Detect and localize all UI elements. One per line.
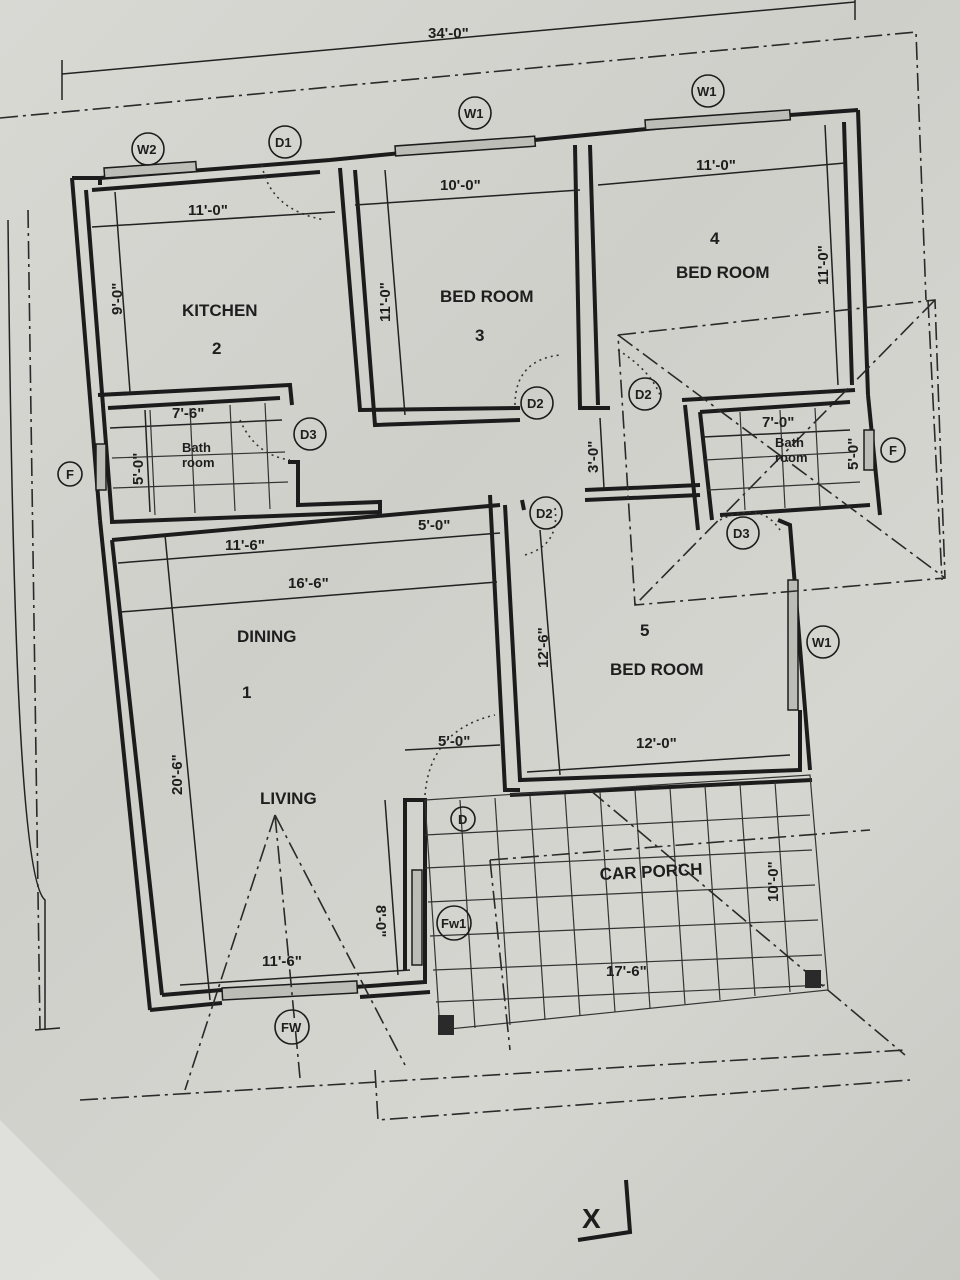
section-marker: X [577, 1179, 633, 1242]
kitchen-width: 11'-0" [188, 202, 228, 219]
bath-2-length: 5'-0" [845, 438, 862, 470]
bedroom-5-label: BED ROOM [610, 660, 704, 679]
tag-d-entry: D [458, 812, 467, 827]
tag-d2-bed5: D2 [536, 506, 553, 521]
bath-tiles [111, 402, 861, 516]
car-porch-grid [424, 774, 829, 1035]
tag-w1-bed5: W1 [812, 635, 832, 650]
dining-top-left-dim: 11'-6" [225, 537, 265, 554]
car-porch-width: 17'-6" [606, 963, 647, 980]
dining-label: DINING [237, 627, 297, 646]
bedroom-5-length: 12'-6" [535, 627, 552, 668]
dining-length: 20'-6" [169, 754, 186, 795]
tag-f-right: F [889, 443, 897, 458]
bath-1-label-line2: room [182, 455, 215, 470]
tag-d2-bed4: D2 [635, 387, 652, 402]
walls [70, 108, 882, 1012]
kitchen-number: 2 [212, 339, 221, 358]
tag-fw1: Fw1 [441, 916, 466, 931]
tag-d3-bath2: D3 [733, 526, 750, 541]
overall-width-label: 34'-0" [428, 25, 469, 42]
tag-d1: D1 [275, 135, 292, 150]
tag-w1-top-right: W1 [697, 84, 717, 99]
dimension-labels: 11'-0" 9'-0" 10'-0" 11'-0" 11'-0" 11'-0"… [109, 157, 862, 980]
left-dimension [7, 219, 61, 1031]
car-porch-label: CAR PORCH [599, 860, 703, 884]
dining-width: 16'-6" [288, 575, 329, 592]
door-swings [239, 164, 781, 796]
car-porch-length: 10'-0" [765, 861, 782, 902]
bedroom-4-length: 11'-0" [815, 245, 832, 285]
entry-door-dim: 5'-0" [438, 733, 470, 750]
dining-top-right-dim: 5'-0" [418, 517, 450, 534]
bath-1-width: 7'-6" [172, 405, 204, 422]
bedroom-3-number: 3 [475, 326, 484, 345]
view-lines [184, 299, 946, 1091]
tag-fw: FW [281, 1020, 302, 1035]
bedroom-5-number: 5 [640, 621, 649, 640]
overall-dimension: 34'-0" [61, 0, 856, 100]
kitchen-label: KITCHEN [182, 301, 258, 320]
bedroom-5-width: 12'-0" [636, 735, 677, 752]
plot-boundary [0, 31, 943, 1121]
tag-w2: W2 [137, 142, 157, 157]
bedroom-3-length: 11'-0" [377, 282, 394, 322]
paper-fold [0, 1120, 160, 1280]
bedroom-4-number: 4 [710, 229, 720, 248]
dining-number: 1 [242, 683, 251, 702]
tag-f-left: F [66, 467, 74, 482]
bedroom-4-label: BED ROOM [676, 263, 770, 282]
living-side-dim: 8'-0" [372, 905, 389, 937]
bedroom-3-width: 10'-0" [440, 177, 481, 194]
bath-1-label-line1: Bath [182, 440, 211, 455]
kitchen-length: 9'-0" [109, 283, 126, 315]
tag-d3-bath1: D3 [300, 427, 317, 442]
tag-w1-top-left: W1 [464, 106, 484, 121]
bath-2-label-line2: room [775, 450, 808, 465]
bath-1-length: 5'-0" [130, 453, 147, 485]
dimension-lines [91, 124, 851, 1001]
passage-width: 3'-0" [585, 441, 602, 473]
bath-2-label-line1: Bath [775, 435, 804, 450]
living-bottom-dim: 11'-6" [262, 953, 302, 970]
tag-d2-bed3: D2 [527, 396, 544, 411]
section-x-label: X [582, 1203, 601, 1234]
living-label: LIVING [260, 789, 317, 808]
bedroom-4-width: 11'-0" [696, 157, 736, 174]
bedroom-3-label: BED ROOM [440, 287, 534, 306]
opening-tags: W2 D1 W1 W1 D2 D2 D2 D3 D3 F F W1 D Fw1 … [57, 74, 906, 1045]
room-labels: KITCHEN 2 BED ROOM 3 4 BED ROOM 5 BED RO… [182, 229, 808, 884]
bath-2-width: 7'-0" [762, 414, 794, 431]
